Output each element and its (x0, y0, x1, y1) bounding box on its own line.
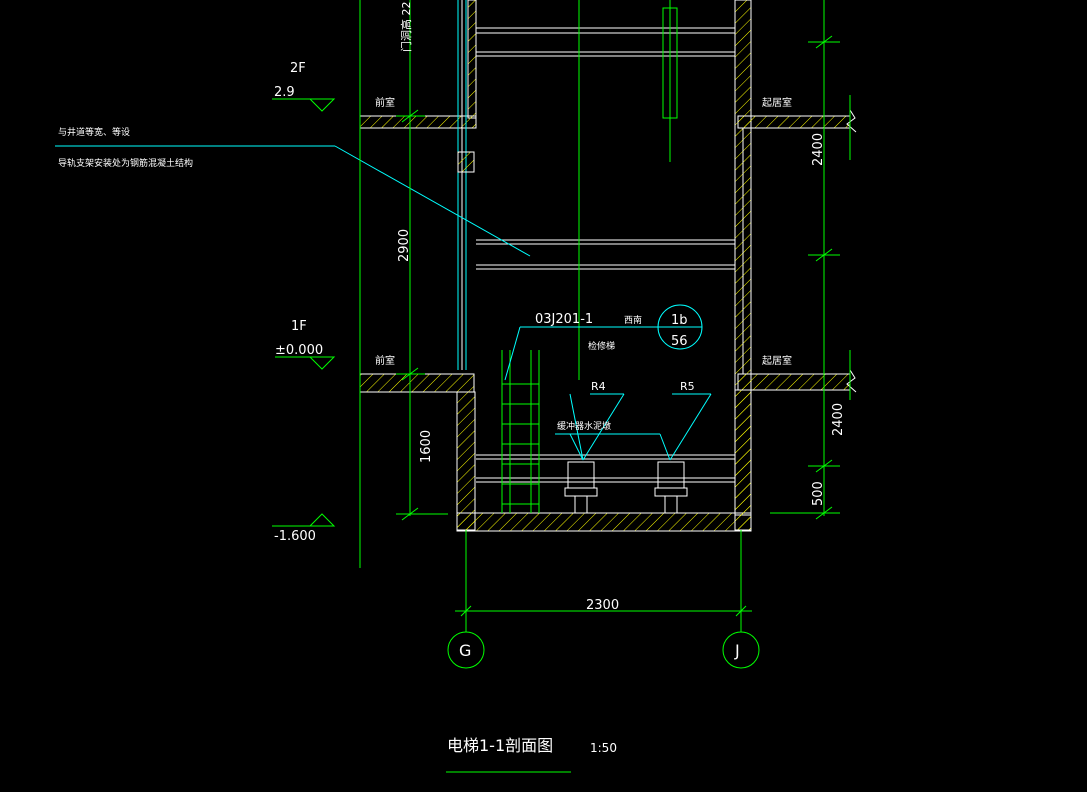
dim-right-lower: 2400 (831, 403, 846, 436)
dimension-lines (272, 0, 851, 773)
ladder-ref-side: 西南 (624, 314, 642, 326)
buffer-label: 缓冲器水泥墩 (557, 420, 611, 432)
guide-rail (578, 0, 678, 380)
inspection-ladder (501, 350, 540, 513)
room-lower-left: 前室 (375, 354, 395, 367)
room-upper-left: 前室 (375, 96, 395, 109)
room-upper-right: 起居室 (762, 96, 792, 109)
buffer-left-tag: R4 (591, 380, 606, 393)
ladder-ref: 03J201-1 (535, 312, 593, 327)
drawing-scale: 1:50 (590, 741, 617, 755)
room-lower-right: 起居室 (762, 354, 792, 367)
labels: 2F 2.9 1F ±0.000 -1.600 与井道等宽、等设 导轨支架安装处… (58, 2, 846, 756)
dim-right-bottom: 500 (811, 481, 826, 506)
detail-top: 1b (671, 313, 688, 328)
dim-right-upper: 2400 (811, 133, 826, 166)
axis-bubble-j (722, 631, 760, 669)
detail-bottom: 56 (671, 334, 688, 349)
dim-floor-height: 2900 (397, 229, 412, 262)
dim-shaft-width: 2300 (586, 598, 619, 613)
ground-floor-label: 1F (291, 319, 307, 334)
buffer-right (654, 461, 688, 514)
upper-floor-label: 2F (290, 61, 306, 76)
buffer-left (564, 461, 598, 514)
note-2: 导轨支架安装处为钢筋混凝土结构 (58, 157, 193, 169)
axis-label-j: J (734, 641, 740, 660)
floor-slabs (359, 109, 857, 393)
ladder-label: 检修梯 (588, 340, 615, 352)
drawing-title: 电梯1-1剖面图 (447, 736, 553, 755)
buffer-right-tag: R5 (680, 380, 695, 393)
upper-elev-label: 2.9 (274, 85, 295, 100)
pit-elev-label: -1.600 (274, 529, 316, 544)
leader-lines (55, 145, 712, 461)
note-1: 与井道等宽、等设 (58, 126, 130, 138)
dim-pit-depth: 1600 (419, 430, 434, 463)
shaft-interior (457, 0, 744, 483)
axis-bubble-g (447, 631, 485, 669)
dim-door-height: 门洞高 22 (399, 2, 413, 53)
axis-bubbles (447, 631, 760, 669)
axis-label-g: G (459, 641, 471, 660)
ground-elev-label: ±0.000 (275, 343, 323, 358)
